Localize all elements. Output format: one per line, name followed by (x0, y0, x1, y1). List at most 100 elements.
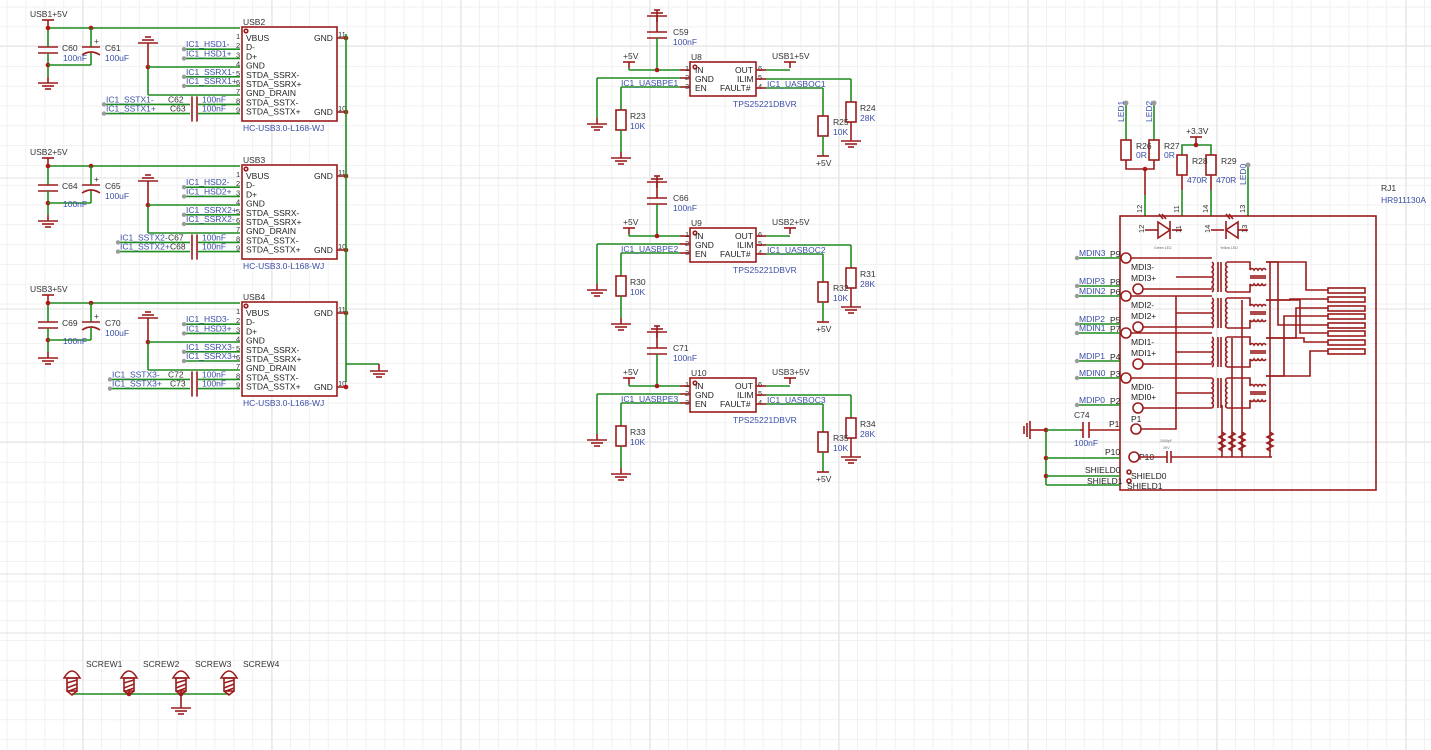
net-end[interactable] (107, 386, 113, 391)
net-end[interactable] (101, 102, 107, 107)
resistor-r23[interactable] (615, 109, 627, 131)
net-label[interactable]: MDIN1 (1079, 323, 1106, 333)
ref-label: RJ1 (1381, 183, 1396, 193)
pin-name: D+ (246, 326, 257, 336)
ref-label: R28 (1192, 156, 1208, 166)
usb-connector-body[interactable] (241, 26, 338, 122)
net-label[interactable]: MDIP3 (1079, 276, 1105, 286)
resistor-R28[interactable] (1176, 154, 1188, 176)
net-label[interactable]: MDIN2 (1079, 286, 1106, 296)
net-end[interactable] (181, 349, 187, 354)
pin-number: 8 (236, 96, 240, 105)
power-switch-body[interactable] (689, 227, 757, 263)
net-end[interactable] (101, 111, 107, 116)
pin-number: 7 (236, 87, 240, 96)
resistor-R26[interactable] (1120, 139, 1132, 161)
net-label[interactable]: IC1_SSTX3- (112, 369, 160, 379)
net-label[interactable]: IC1_SSTX2+ (120, 242, 170, 252)
net-label[interactable]: IC1_HSD3+ (186, 323, 232, 333)
usb-connector-body[interactable] (241, 164, 338, 260)
net-label[interactable]: IC1_HSD1+ (186, 48, 232, 58)
net-label[interactable]: IC1_UASBOC3 (767, 395, 826, 405)
net-label[interactable]: MDIN3 (1079, 248, 1106, 258)
net-label[interactable]: IC1_HSD2- (186, 177, 230, 187)
power-label: USB3+5V (30, 284, 68, 294)
power-switch-body[interactable] (689, 61, 757, 97)
resistor-r30[interactable] (615, 275, 627, 297)
pin-number: 1 (236, 307, 240, 316)
screw-icon[interactable] (219, 670, 239, 697)
net-label[interactable]: IC1_SSTX2- (120, 232, 168, 242)
net-label[interactable]: IC1_HSD1- (186, 39, 230, 49)
value-label: 10K (833, 127, 848, 137)
net-end[interactable] (181, 56, 187, 61)
net-end[interactable] (181, 322, 187, 327)
screw-icon[interactable] (119, 670, 139, 697)
screw-icon[interactable] (62, 670, 82, 697)
net-label[interactable]: IC1_UASBOC1 (767, 79, 826, 89)
ref-label: R26 (1136, 141, 1152, 151)
net-label[interactable]: IC1_SSRX2+ (186, 205, 237, 215)
resistor-r32[interactable] (817, 281, 829, 303)
net-label[interactable]: IC1_SSTX3+ (112, 379, 162, 389)
ref-label: USB2 (243, 17, 265, 27)
resistor-r35[interactable] (817, 431, 829, 453)
net-label[interactable]: MDIN0 (1079, 368, 1106, 378)
net-end[interactable] (181, 185, 187, 190)
net-end[interactable] (181, 83, 187, 89)
net-label[interactable]: IC1_UASBOC2 (767, 245, 826, 255)
net-label[interactable]: IC1_SSRX1+ (186, 76, 237, 86)
pin-number: 4 (236, 198, 240, 207)
net-label[interactable]: IC1_UASBPE1 (621, 78, 678, 88)
net-end[interactable] (115, 249, 121, 254)
screw-icon[interactable] (171, 670, 191, 697)
net-label[interactable]: MDIP0 (1079, 395, 1105, 405)
net-label[interactable]: IC1_SSRX3+ (186, 351, 237, 361)
net-end[interactable] (181, 221, 187, 227)
led-net-LED1[interactable]: LED1 (1116, 100, 1129, 140)
pin-name: VBUS (246, 33, 269, 43)
ref-label: USB4 (243, 292, 265, 302)
value-label: 100nF (202, 94, 226, 104)
net-label[interactable]: IC1_UASBPE2 (621, 244, 678, 254)
net-end[interactable] (181, 74, 187, 80)
net-label[interactable]: IC1_SSTX1+ (106, 104, 156, 114)
net-end[interactable] (181, 194, 187, 199)
resistor-r33[interactable] (615, 425, 627, 447)
net-label[interactable]: IC1_SSTX1- (106, 94, 154, 104)
pin-name: GND (246, 336, 265, 346)
net-label[interactable]: IC1_HSD3- (186, 314, 230, 324)
svg-text:P10: P10 (1105, 447, 1120, 457)
net-end[interactable] (107, 377, 113, 382)
net-end[interactable] (181, 331, 187, 336)
led-net-LED2[interactable]: LED2 (1144, 100, 1157, 140)
net-label[interactable]: IC1_SSRX1- (186, 67, 235, 77)
net-end[interactable] (181, 47, 187, 52)
net-label[interactable]: IC1_UASBPE3 (621, 394, 678, 404)
net-label[interactable]: IC1_HSD2+ (186, 186, 232, 196)
net-label[interactable]: IC1_SSRX3- (186, 342, 235, 352)
ref-label: C67 (168, 232, 184, 242)
ref-label: R31 (860, 269, 876, 279)
net-end[interactable] (181, 212, 187, 217)
led-net-LED0[interactable]: LED0 (1238, 162, 1251, 217)
usb-connector-body[interactable] (241, 301, 338, 397)
net-end[interactable] (115, 240, 121, 245)
net-label[interactable]: MDIP1 (1079, 351, 1105, 361)
rj45-body[interactable] (1119, 215, 1377, 491)
pin-name: STDA_SSTX- (246, 372, 299, 382)
resistor-r25[interactable] (817, 115, 829, 137)
net-end[interactable] (181, 358, 187, 364)
net-label[interactable]: MDIP2 (1079, 314, 1105, 324)
pin-name: ILIM (737, 74, 754, 84)
net-label[interactable]: IC1_SSRX2- (186, 214, 235, 224)
